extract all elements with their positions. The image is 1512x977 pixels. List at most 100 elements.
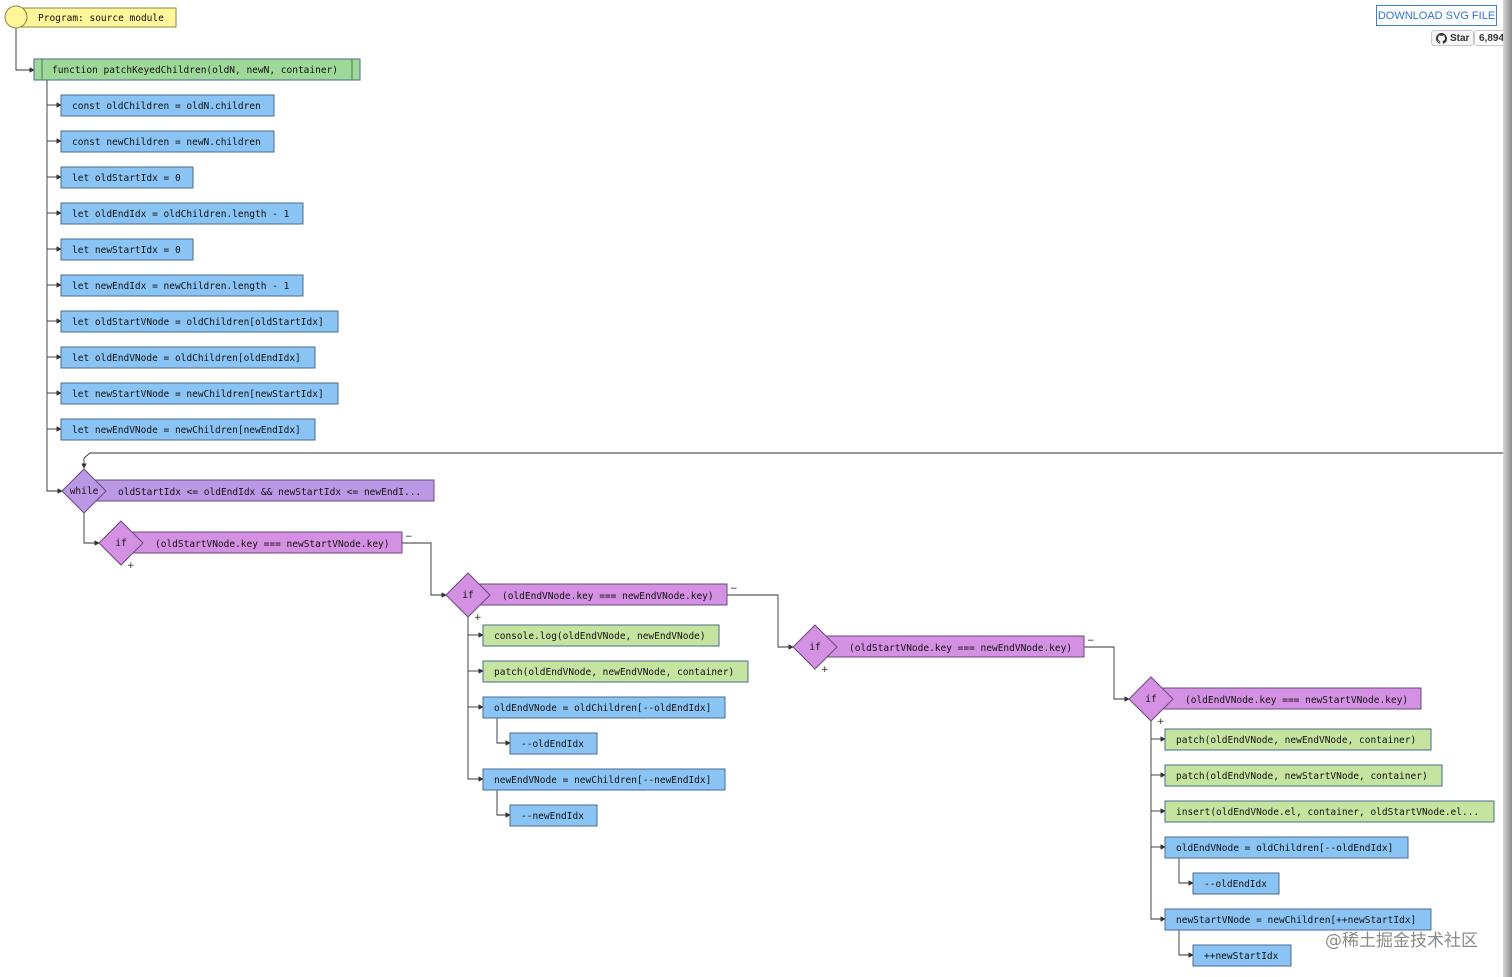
b7-box <box>1192 944 1292 967</box>
s3-node: let oldStartIdx = 0 <box>60 166 194 189</box>
b4-label: oldEndVNode = oldChildren[--oldEndIdx] <box>1176 843 1393 854</box>
connector-edge <box>46 80 63 494</box>
while-condition-text: oldStartIdx <= oldEndIdx && newStartIdx … <box>118 487 421 498</box>
program-start-circle <box>4 5 28 29</box>
s9-label: let newStartVNode = newChildren[newStart… <box>72 389 324 400</box>
a6-node: --newEndIdx <box>509 804 598 827</box>
b1-box <box>1164 728 1432 751</box>
flowchart-edges <box>15 28 1503 958</box>
if1-condition-text: (oldStartVNode.key === newStartVNode.key… <box>155 539 390 550</box>
github-star-button[interactable]: Star <box>1431 30 1475 46</box>
if1-true-marker: + <box>127 561 135 571</box>
if3-false-marker: − <box>1087 636 1095 646</box>
s4-node: let oldEndIdx = oldChildren.length - 1 <box>60 202 304 225</box>
s7-label: let oldStartVNode = oldChildren[oldStart… <box>72 317 324 328</box>
if4-true-marker: + <box>1157 717 1165 727</box>
b2-node: patch(oldEndVNode, newStartVNode, contai… <box>1164 764 1443 787</box>
a1-label: console.log(oldEndVNode, newEndVNode) <box>494 631 706 642</box>
b5-node: --oldEndIdx <box>1192 872 1280 895</box>
program-label: Program: source module <box>38 13 164 24</box>
connector-edge <box>1150 721 1166 922</box>
s5-label: let newStartIdx = 0 <box>72 245 181 256</box>
s6-label: let newEndIdx = newChildren.length - 1 <box>72 281 290 292</box>
connector-edge <box>1178 930 1194 958</box>
connector-edge <box>496 790 511 818</box>
s3-box <box>60 166 194 189</box>
a5-label: newEndVNode = newChildren[--newEndIdx] <box>494 775 711 786</box>
s2-node: const newChildren = newN.children <box>60 130 275 153</box>
download-svg-button[interactable]: DOWNLOAD SVG FILE <box>1376 5 1497 26</box>
if2-false-marker: − <box>730 584 738 594</box>
if1-node: if (oldStartVNode.key === newStartVNode.k… <box>98 520 413 571</box>
if4-keyword: if <box>1145 694 1156 705</box>
s10-box <box>60 418 316 441</box>
if4-node: if (oldEndVNode.key === newStartVNode.key… <box>1128 676 1422 727</box>
s1-node: const oldChildren = oldN.children <box>60 94 275 117</box>
if3-node: if(oldStartVNode.key === newEndVNode.key… <box>792 624 1095 675</box>
s6-box <box>60 274 304 297</box>
s4-box <box>60 202 304 225</box>
s8-box <box>60 346 316 369</box>
if1-false-marker: − <box>405 532 413 542</box>
if2-node: if (oldEndVNode.key === newEndVNode.key) +… <box>445 572 738 623</box>
b2-label: patch(oldEndVNode, newStartVNode, contai… <box>1176 771 1428 782</box>
s2-label: const newChildren = newN.children <box>72 137 261 148</box>
a3-label: oldEndVNode = oldChildren[--oldEndIdx] <box>494 703 711 714</box>
connector-edge <box>15 28 35 73</box>
connector-edge <box>467 617 484 782</box>
b5-label: --oldEndIdx <box>1204 879 1267 890</box>
s9-node: let newStartVNode = newChildren[newStart… <box>60 382 339 405</box>
b7-node: ++newStartIdx <box>1192 944 1292 967</box>
if4-condition-text: (oldEndVNode.key === newStartVNode.key) <box>1185 695 1408 706</box>
b6-node: newStartVNode = newChildren[++newStartId… <box>1164 908 1432 931</box>
if3-true-marker: + <box>821 665 829 675</box>
connector-edge <box>402 542 447 598</box>
a2-box <box>482 660 749 683</box>
connector-edge <box>727 594 794 650</box>
if1-diamond <box>98 520 144 566</box>
s7-box <box>60 310 339 333</box>
while-keyword: while <box>70 486 99 497</box>
if2-condition-text: (oldEndVNode.key === newEndVNode.key) <box>502 591 714 602</box>
s7-node: let oldStartVNode = oldChildren[oldStart… <box>60 310 339 333</box>
while-node: while oldStartIdx <= oldEndIdx && newStar… <box>61 468 435 514</box>
func-box <box>33 58 361 81</box>
b1-node: patch(oldEndVNode, newEndVNode, containe… <box>1164 728 1432 751</box>
a3-box <box>482 696 726 719</box>
star-label: Star <box>1450 32 1470 44</box>
connector-edge <box>1084 646 1130 702</box>
if2-true-marker: + <box>474 613 482 623</box>
github-icon <box>1436 32 1447 44</box>
a1-box <box>482 624 720 647</box>
while-diamond <box>61 468 107 514</box>
connector-edge <box>496 718 511 746</box>
if1-keyword: if <box>115 538 126 549</box>
b6-box <box>1164 908 1432 931</box>
s8-node: let oldEndVNode = oldChildren[oldEndIdx] <box>60 346 316 369</box>
s2-box <box>60 130 275 153</box>
s10-label: let newEndVNode = newChildren[newEndIdx] <box>72 425 301 436</box>
b6-label: newStartVNode = newChildren[++newStartId… <box>1176 915 1416 926</box>
if3-keyword: if <box>809 642 820 653</box>
s5-node: let newStartIdx = 0 <box>60 238 194 261</box>
a4-box <box>509 732 598 755</box>
b4-node: oldEndVNode = oldChildren[--oldEndIdx] <box>1164 836 1409 859</box>
s9-box <box>60 382 339 405</box>
a4-node: --oldEndIdx <box>509 732 598 755</box>
a1-node: console.log(oldEndVNode, newEndVNode) <box>482 624 720 647</box>
b2-box <box>1164 764 1443 787</box>
s3-label: let oldStartIdx = 0 <box>72 173 181 184</box>
if3-diamond <box>792 624 838 670</box>
b4-box <box>1164 836 1409 859</box>
watermark-text: @稀土掘金技术社区 <box>1325 931 1478 951</box>
s10-node: let newEndVNode = newChildren[newEndIdx] <box>60 418 316 441</box>
s5-box <box>60 238 194 261</box>
if4-diamond <box>1128 676 1174 722</box>
b3-node: insert(oldEndVNode.el, container, oldSta… <box>1164 800 1495 823</box>
if2-keyword: if <box>462 590 473 601</box>
window-edge <box>1503 0 1512 977</box>
s1-box <box>60 94 275 117</box>
b1-label: patch(oldEndVNode, newEndVNode, containe… <box>1176 735 1416 746</box>
